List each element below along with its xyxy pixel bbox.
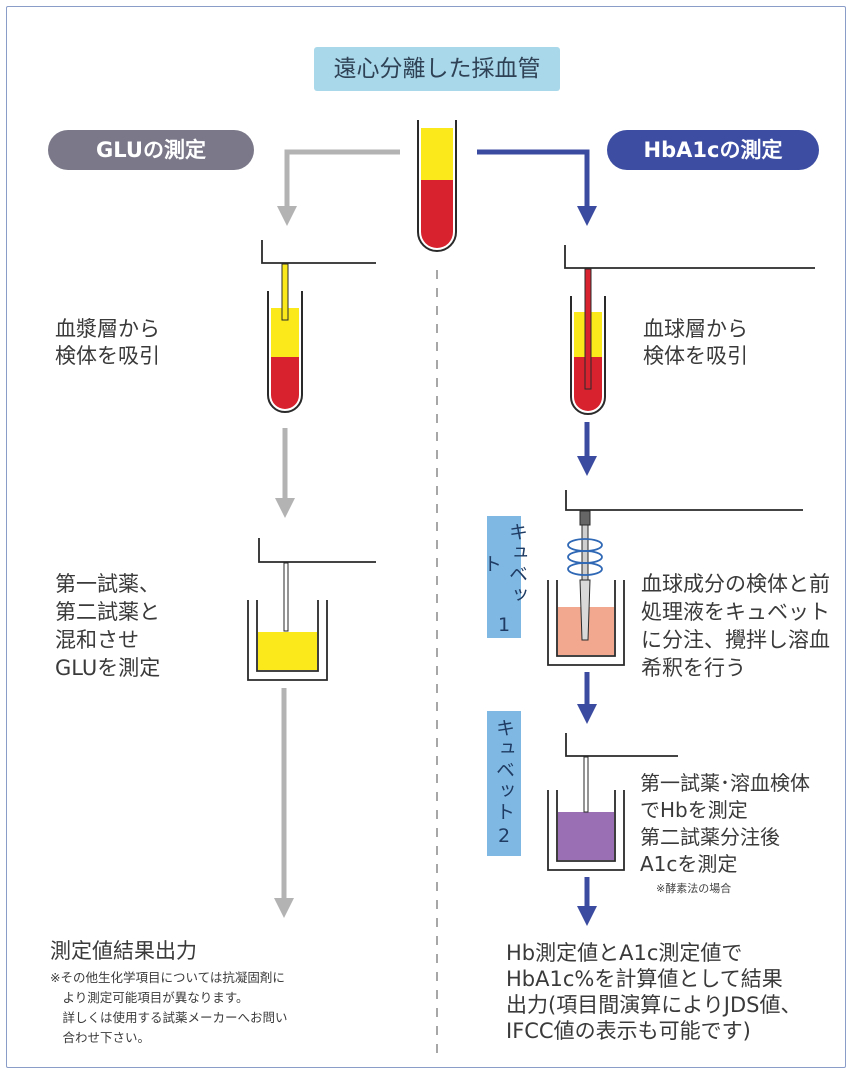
centrifuge-tube-title: 遠心分離した採血管 [314, 47, 560, 91]
diagram-frame [6, 6, 846, 1068]
left-result-text: 測定値結果出力 [50, 939, 197, 963]
left-footnote: ※その他生化学項目については抗凝固剤に より測定可能項目が異なります。 詳しくは… [50, 970, 288, 1045]
blue-arrow-4 [577, 877, 597, 926]
left-step-2-text: 第一試薬、 第二試薬と 混和させ GLUを測定 [55, 572, 161, 680]
left-cuvette [247, 562, 328, 681]
right-probe-frame-3 [565, 733, 678, 757]
cuvette-2-label: キュベット [493, 718, 515, 823]
right-step-1-text: 血球層から 検体を吸引 [643, 317, 748, 368]
left-step-1-text: 血漿層から 検体を吸引 [55, 317, 160, 368]
right-cuvette-1 [547, 510, 625, 666]
right-tube-1 [570, 268, 606, 415]
left-probe-frame-1 [261, 240, 376, 264]
right-step-2-text: 血球成分の検体と前 処理液をキュベット に分注、攪拌し溶血 希釈を行う [641, 572, 830, 680]
glu-header-badge: GLUの測定 [48, 130, 254, 170]
cuvette-2-tag: キュベット 2 [487, 711, 521, 856]
cuvette-1-label: キュベット [480, 522, 528, 606]
right-cuvette-2 [547, 756, 625, 871]
blue-arrow-3 [577, 672, 597, 724]
blue-arrow-top [477, 149, 597, 226]
left-tube-1 [267, 263, 303, 413]
left-probe-frame-2 [258, 538, 376, 563]
right-probe-frame-1 [564, 245, 815, 269]
right-probe-frame-2 [565, 490, 803, 511]
enzyme-method-note: ※酵素法の場合 [656, 882, 732, 895]
center-tube [417, 120, 457, 252]
blue-arrow-2 [577, 422, 597, 476]
right-step-3-text: 第一試薬･溶血検体 でHbを測定 第二試薬分注後 A1cを測定 [640, 771, 810, 876]
hba1c-header-badge: HbA1cの測定 [607, 130, 819, 170]
gray-arrow-top [277, 149, 400, 226]
cuvette-1-number: 1 [497, 614, 511, 636]
right-result-text: Hb測定値とA1c測定値で HbA1c%を計算値として結果 出力(項目間演算によ… [506, 941, 802, 1043]
gray-arrow-3 [274, 688, 294, 918]
cuvette-2-number: 2 [497, 825, 511, 847]
gray-arrow-2 [275, 428, 295, 518]
cuvette-1-tag: キュベット 1 [480, 516, 528, 638]
